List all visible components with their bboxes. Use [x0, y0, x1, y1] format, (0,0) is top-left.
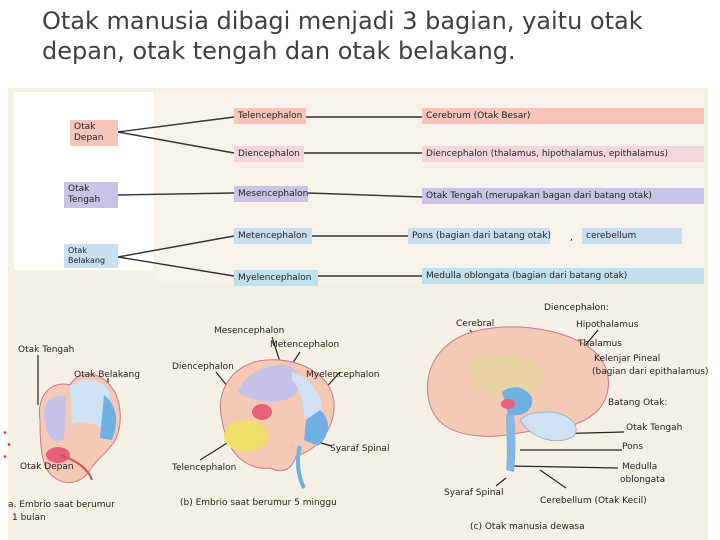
embryonic-mesencephalon: Mesencephalon	[234, 186, 308, 202]
adult-brain-illustration	[426, 326, 625, 489]
figc-medulla-line2: oblongata	[620, 475, 666, 485]
figa-caption-line1: a. Embrio saat berumur	[8, 500, 115, 510]
embryonic-metencephalon: Metencephalon	[234, 228, 312, 244]
figb-myelencephalon-label: Myelencephalon	[306, 370, 380, 380]
figa-otak-tengah-label: Otak Tengah	[18, 345, 75, 355]
decorative-dot: •	[6, 440, 12, 451]
figc-kelenjar-line2: (bagian dari epithalamus)	[592, 367, 709, 377]
adult-medulla: Medulla oblongata (bagian dari batang ot…	[422, 268, 704, 284]
figc-pons-label: Pons	[622, 442, 644, 452]
embryonic-diencephalon: Diencephalon	[234, 146, 304, 162]
adult-cerebrum: Cerebrum (Otak Besar)	[422, 108, 704, 124]
figc-otak-tengah-label: Otak Tengah	[626, 423, 683, 433]
figc-diencephalon-header: Diencephalon:	[544, 303, 609, 313]
connector-depan-telencephalon	[117, 116, 235, 133]
figc-medulla-line1: Medulla	[622, 462, 658, 472]
connector-depan-diencephalon	[117, 131, 235, 154]
figc-batang-otak-label: Batang Otak:	[608, 398, 668, 408]
figc-thalamus-label: Thalamus	[578, 339, 622, 349]
figc-cerebral-label: Cerebral	[456, 319, 495, 329]
figc-hipothalamus-label: Hipothalamus	[576, 320, 639, 330]
decorative-dot: •	[2, 452, 8, 463]
figb-diencephalon-label: Diencephalon	[172, 362, 234, 372]
figb-metencephalon-label: Metencephalon	[270, 340, 340, 350]
figb-syaraf-spinal-label: Syaraf Spinal	[330, 444, 390, 454]
connector-belakang-myelencephalon	[117, 256, 235, 277]
adult-pons: Pons (bagian dari batang otak)	[408, 228, 551, 244]
connector-tengah-mesencephalon	[117, 192, 235, 196]
figa-otak-belakang-label: Otak Belakang	[74, 370, 140, 380]
figc-caption: (c) Otak manusia dewasa	[470, 522, 585, 532]
embryo-5-week-illustration	[199, 336, 341, 489]
figc-cerebellum-label: Cerebellum (Otak Kecil)	[540, 496, 647, 506]
adult-cerebellum: cerebellum	[582, 228, 682, 244]
connector-mesencephalon-otak-tengah	[307, 192, 423, 198]
adult-diencephalon: Diencephalon (thalamus, hipothalamus, ep…	[422, 146, 704, 162]
region-otak-belakang: Otak Belakang	[64, 244, 118, 268]
region-otak-tengah: Otak Tengah	[64, 182, 118, 208]
decorative-dot: •	[2, 428, 8, 439]
embryo-1-month-illustration	[37, 355, 121, 483]
figb-caption: (b) Embrio saat berumur 5 minggu	[180, 498, 337, 508]
adult-comma: ,	[570, 233, 573, 243]
embryonic-myelencephalon: Myelencephalon	[234, 270, 318, 286]
figb-mesencephalon-label: Mesencephalon	[214, 326, 285, 336]
figa-caption-line2: 1 bulan	[12, 513, 46, 523]
figc-syaraf-spinal-label: Syaraf Spinal	[444, 488, 504, 498]
figa-otak-depan-label: Otak Depan	[20, 462, 74, 472]
connector-belakang-metencephalon	[117, 235, 235, 258]
embryonic-telencephalon: Telencephalon	[234, 108, 306, 124]
adult-otak-tengah: Otak Tengah (merupakan bagan dari batang…	[422, 188, 704, 204]
figc-kelenjar-line1: Kelenjar Pineal	[594, 354, 661, 364]
slide-title: Otak manusia dibagi menjadi 3 bagian, ya…	[42, 7, 643, 65]
figb-telencephalon-label: Telencephalon	[172, 463, 237, 473]
region-otak-depan: Otak Depan	[70, 120, 118, 146]
